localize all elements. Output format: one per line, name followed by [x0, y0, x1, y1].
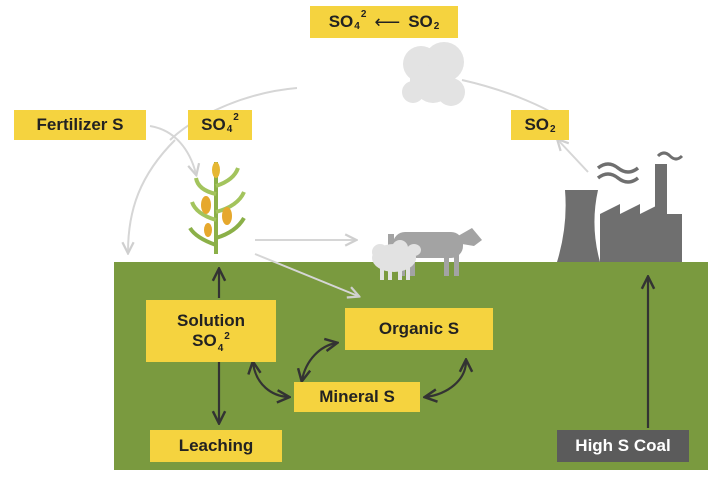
- so4-deposition-sub: 4: [226, 124, 233, 136]
- leaching-box: Leaching: [150, 430, 282, 462]
- organic-mineral-arrow: [426, 361, 466, 397]
- so4-deposition-base: SO: [201, 115, 226, 135]
- organic-s-text: Organic S: [378, 319, 460, 339]
- mineral-organic-arrow: [302, 343, 336, 380]
- reaction-right-base: SO: [408, 12, 433, 32]
- high-s-coal-box: High S Coal: [557, 430, 689, 462]
- deposition-to-soil-arrow: [128, 139, 176, 252]
- so2-emission-sub: 2: [550, 124, 556, 136]
- fertilizer-s-label: Fertilizer S: [14, 110, 146, 140]
- cloud-to-so4-arrow: [169, 87, 298, 141]
- solution-so4-box: Solution SO42: [146, 300, 276, 362]
- leaching-text: Leaching: [178, 436, 254, 456]
- so2-emission-base: SO: [524, 115, 549, 135]
- mineral-s-box: Mineral S: [294, 382, 420, 412]
- organic-s-box: Organic S: [345, 308, 493, 350]
- reaction-left-base: SO: [328, 12, 354, 32]
- cloud-icon: [402, 42, 465, 106]
- solution-text: Solution: [177, 311, 245, 331]
- high-s-coal-text: High S Coal: [575, 436, 671, 456]
- mineral-s-text: Mineral S: [319, 387, 395, 407]
- reaction-left-sub: 4: [354, 21, 360, 33]
- reaction-left-sup: 2: [360, 9, 367, 21]
- so4-deposition-sup: 2: [233, 112, 239, 124]
- solution-so4-sup: 2: [224, 331, 230, 342]
- fertilizer-s-text: Fertilizer S: [36, 115, 124, 135]
- fertilizer-to-plant-arrow: [149, 125, 196, 174]
- reaction-arrow-icon: ⟵: [374, 11, 401, 32]
- plant-to-organic-arrow: [254, 253, 358, 296]
- power-plant-icon: [557, 151, 684, 262]
- solution-so4-sub: 4: [217, 343, 224, 354]
- corn-plant-icon: [188, 162, 246, 254]
- solution-so4-base: SO: [192, 331, 217, 350]
- sheep-icon: [372, 240, 421, 280]
- solution-mineral-arrow: [253, 363, 288, 397]
- so2-to-factory-arrow: [558, 140, 589, 173]
- reaction-right-sub: 2: [433, 21, 440, 33]
